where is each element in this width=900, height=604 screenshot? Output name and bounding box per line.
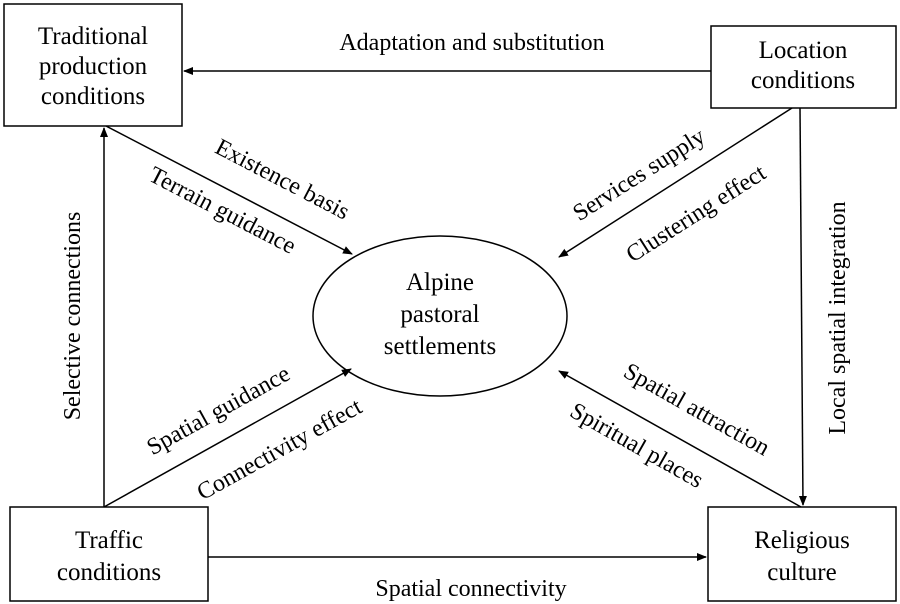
arrow-location-to-religious <box>798 107 807 506</box>
label-selective-connections: Selective connections <box>60 212 86 421</box>
arrow-traditional-to-center <box>105 125 353 255</box>
node-location-conditions: Location conditions <box>710 25 897 109</box>
arrow-traffic-to-center <box>103 368 352 508</box>
arrow-location-to-center <box>558 107 793 258</box>
label-local-spatial-integration: Local spatial integration <box>825 201 851 434</box>
label-spatial-connectivity: Spatial connectivity <box>375 576 566 602</box>
arrow-religious-to-center <box>558 370 802 508</box>
node-alpine-settlements: Alpine pastoral settlements <box>312 235 568 397</box>
node-center-line-1: Alpine <box>406 269 474 296</box>
node-traditional-line-1: Traditional <box>38 23 148 50</box>
node-center-line-2: pastoral <box>400 301 479 328</box>
node-traditional-line-3: conditions <box>41 83 145 110</box>
node-traffic-line-1: Traffic <box>75 527 143 554</box>
node-traffic-conditions: Traffic conditions <box>9 506 209 602</box>
node-location-line-1: Location <box>759 37 848 64</box>
node-religious-line-1: Religious <box>754 527 850 554</box>
node-religious-line-2: culture <box>767 559 836 586</box>
node-religious-culture: Religious culture <box>707 506 897 602</box>
label-adaptation-substitution: Adaptation and substitution <box>339 30 604 56</box>
node-traditional-production: Traditional production conditions <box>3 3 183 127</box>
node-center-line-3: settlements <box>384 333 496 360</box>
node-traffic-line-2: conditions <box>57 559 161 586</box>
node-traditional-line-2: production <box>39 53 148 80</box>
node-location-line-2: conditions <box>751 67 855 94</box>
